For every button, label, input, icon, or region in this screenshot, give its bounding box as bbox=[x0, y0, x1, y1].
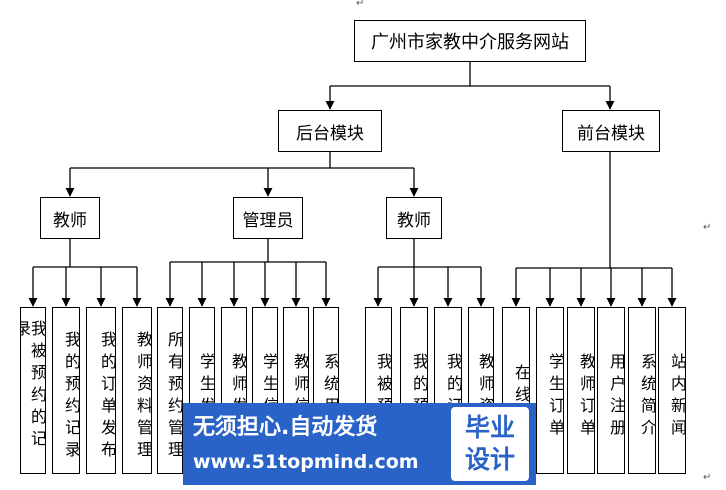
leaf-front-5: 系统简介 bbox=[628, 307, 656, 474]
leaf-teacher-a-1: 我被预约的记录 bbox=[20, 307, 46, 474]
backend-module-label: 后台模块 bbox=[296, 123, 364, 144]
admin-node: 管理员 bbox=[233, 197, 303, 239]
teacher-node-left: 教师 bbox=[40, 197, 100, 239]
watermark-badge: 毕业 设计 bbox=[451, 407, 529, 481]
frontend-module-node: 前台模块 bbox=[562, 110, 660, 152]
root-node: 广州市家教中介服务网站 bbox=[354, 20, 586, 62]
watermark-banner: 无须担心.自动发货 www.51topmind.com 毕业 设计 bbox=[183, 403, 536, 485]
paragraph-mark-bottom: ↵ bbox=[703, 472, 712, 483]
teacher-node-right: 教师 bbox=[386, 197, 442, 239]
teacher-right-label: 教师 bbox=[397, 210, 431, 231]
leaf-admin-1: 所有预约管理 bbox=[157, 307, 183, 474]
watermark-badge-line1: 毕业 bbox=[464, 413, 515, 442]
paragraph-mark-top: ↵ bbox=[356, 0, 365, 9]
root-label: 广州市家教中介服务网站 bbox=[371, 32, 569, 53]
leaf-front-6: 站内新闻 bbox=[658, 307, 686, 474]
watermark-slogan: 无须担心.自动发货 bbox=[193, 415, 378, 440]
paragraph-mark-mid: ↵ bbox=[703, 222, 712, 233]
leaf-front-3: 教师订单 bbox=[567, 307, 595, 474]
watermark-badge-line2: 设计 bbox=[464, 445, 515, 474]
leaf-teacher-a-4: 教师资料管理 bbox=[122, 307, 152, 474]
watermark-url: www.51topmind.com bbox=[193, 451, 419, 473]
teacher-left-label: 教师 bbox=[53, 210, 87, 231]
leaf-front-2: 学生订单 bbox=[536, 307, 564, 474]
leaf-teacher-a-3: 我的订单发布 bbox=[86, 307, 116, 474]
admin-label: 管理员 bbox=[242, 210, 294, 231]
leaf-front-4: 用户注册 bbox=[597, 307, 625, 474]
leaf-teacher-a-2: 我的预约记录 bbox=[52, 307, 80, 474]
backend-module-node: 后台模块 bbox=[278, 110, 382, 152]
frontend-module-label: 前台模块 bbox=[577, 123, 645, 144]
